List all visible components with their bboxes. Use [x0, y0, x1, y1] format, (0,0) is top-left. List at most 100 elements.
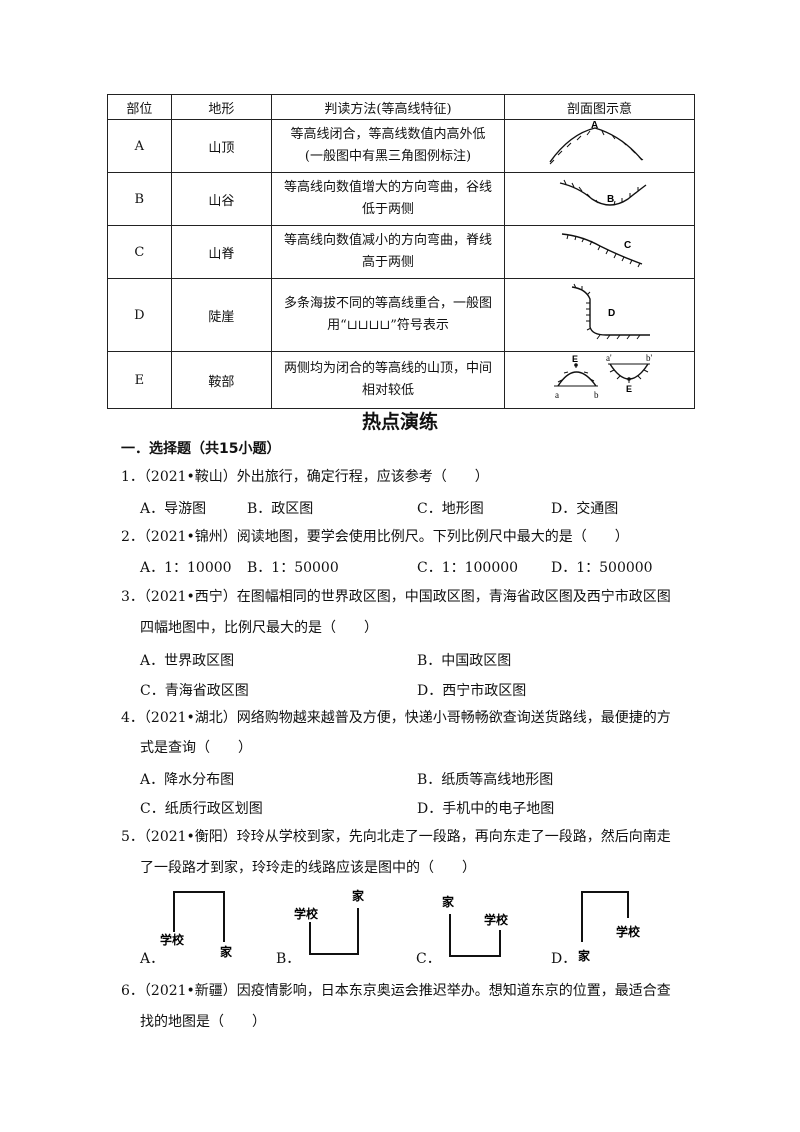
route-label-home: 家 — [578, 948, 591, 963]
method-cell: 等高线向数值增大的方向弯曲，谷线 低于两侧 — [271, 172, 505, 226]
terrain-cell: 山顶 — [170, 119, 273, 173]
question-stem: 找的地图是（ ） — [140, 1014, 266, 1030]
profile-cell: E a b a' b' E — [503, 351, 696, 409]
answer-option: B．纸质等高线地形图 — [417, 772, 554, 788]
part-cell: C — [107, 225, 172, 279]
route-figure-d: 家 学校 — [578, 891, 641, 963]
answer-option: A．导游图 — [140, 501, 207, 517]
header-cell: 地形 — [170, 94, 273, 120]
profile-label: b — [594, 390, 599, 400]
header-cell: 部位 — [107, 94, 172, 120]
method-line: (一般图中有黑三角图例标注) — [304, 149, 472, 164]
route-figure-a: 学校 家 — [160, 891, 233, 959]
route-label-school: 学校 — [616, 924, 641, 939]
header-cell: 判读方法(等高线特征) — [271, 94, 505, 120]
method-cell: 等高线闭合，等高线数值内高外低 (一般图中有黑三角图例标注) — [271, 119, 505, 173]
route-label-school: 学校 — [294, 906, 319, 921]
route-figure-c: 家 学校 — [442, 894, 509, 957]
method-line: 高于两侧 — [361, 255, 414, 270]
profile-label: D — [608, 308, 615, 319]
answer-option: B．政区图 — [247, 501, 314, 517]
terrain-cell: 山谷 — [170, 172, 273, 226]
saddle-profile: E a b a' b' E — [554, 353, 653, 400]
question-stem: 式是查询（ ） — [140, 740, 252, 756]
header-cell: 剖面图示意 — [503, 94, 696, 120]
profile-cell: A — [503, 119, 696, 173]
table-row: D 陡崖 多条海拔不同的等高线重合，一般图 用“⊔⊔⊔⊔”符号表示 D — [107, 278, 696, 352]
answer-option: A．降水分布图 — [140, 772, 235, 788]
profile-label: A — [591, 120, 598, 131]
cliff-profile: D — [572, 283, 651, 340]
part-cell: A — [107, 119, 172, 173]
answer-option: D．交通图 — [551, 501, 619, 517]
terrain-cell: 陡崖 — [170, 278, 273, 352]
answer-option: D． — [551, 951, 577, 967]
table-header-row: 部位 地形 判读方法(等高线特征) 剖面图示意 — [107, 94, 696, 120]
profile-label: b' — [646, 353, 653, 363]
section-title: 热点演练 — [361, 411, 438, 433]
terrain-contour-table: 部位 地形 判读方法(等高线特征) 剖面图示意 A 山顶 等高线闭合，等高线数值… — [107, 94, 696, 409]
method-line: 多条海拔不同的等高线重合，一般图 — [283, 296, 492, 311]
terrain-cell: 山脊 — [170, 225, 273, 279]
profile-cell: C — [503, 225, 696, 279]
mountain-top-profile: A — [549, 120, 644, 165]
question-stem: 2．（2021•锦州）阅读地图，要学会使用比例尺。下列比例尺中最大的是（ ） — [121, 529, 629, 545]
ridge-profile: C — [562, 233, 643, 268]
table-row: C 山脊 等高线向数值减小的方向弯曲，脊线 高于两侧 C — [107, 225, 696, 279]
profile-label: B — [607, 194, 614, 205]
route-figure-b: 学校 家 — [294, 888, 365, 955]
answer-option: D．1：500000 — [551, 560, 653, 576]
question-stem: 6．（2021•新疆）因疫情影响，日本东京奥运会推迟举办。想知道东京的位置，最适… — [121, 983, 671, 999]
answer-option: A． — [140, 951, 165, 967]
terrain-cell: 鞍部 — [170, 351, 273, 409]
answer-option: D．手机中的电子地图 — [417, 801, 555, 817]
method-line: 两侧均为闭合的等高线的山顶，中间 — [283, 361, 492, 376]
profile-label: a' — [606, 353, 612, 363]
answer-option: B．1：50000 — [247, 560, 339, 576]
answer-option: C． — [416, 951, 441, 967]
answer-option: C．1：100000 — [417, 560, 519, 576]
method-line: 等高线向数值增大的方向弯曲，谷线 — [283, 180, 492, 195]
profile-label: E — [572, 354, 578, 364]
question-stem: 四幅地图中，比例尺最大的是（ ） — [140, 620, 378, 636]
method-cell: 多条海拔不同的等高线重合，一般图 用“⊔⊔⊔⊔”符号表示 — [271, 278, 505, 352]
route-label-home: 家 — [352, 888, 365, 903]
table-row: B 山谷 等高线向数值增大的方向弯曲，谷线 低于两侧 B — [107, 172, 696, 226]
table-row: A 山顶 等高线闭合，等高线数值内高外低 (一般图中有黑三角图例标注) A — [107, 119, 696, 173]
method-cell: 两侧均为闭合的等高线的山顶，中间 相对较低 — [271, 351, 505, 409]
profile-label: E — [626, 384, 632, 394]
method-line: 低于两侧 — [361, 202, 414, 217]
profile-cell: B — [503, 172, 696, 226]
method-line: 等高线向数值减小的方向弯曲，脊线 — [283, 233, 492, 248]
route-label-school: 学校 — [160, 932, 185, 947]
part-cell: E — [107, 351, 172, 409]
answer-option: C．青海省政区图 — [140, 683, 249, 699]
route-label-school: 学校 — [484, 912, 509, 927]
answer-option: C．纸质行政区划图 — [140, 801, 263, 817]
valley-profile: B — [560, 179, 647, 206]
route-label-home: 家 — [220, 944, 233, 959]
answer-option: B．中国政区图 — [417, 653, 512, 669]
method-line: 等高线闭合，等高线数值内高外低 — [290, 127, 486, 142]
section-header: 一．选择题（共15小题） — [121, 441, 281, 457]
method-line: 相对较低 — [361, 383, 414, 398]
answer-option: C．地形图 — [417, 501, 484, 517]
profile-cell: D — [503, 278, 696, 352]
part-cell: B — [107, 172, 172, 226]
answer-option: A．1：10000 — [140, 560, 232, 576]
question-stem: 5．（2021•衡阳）玲玲从学校到家，先向北走了一段路，再向东走了一段路，然后向… — [121, 829, 671, 845]
answer-option: A．世界政区图 — [140, 653, 235, 669]
table-row: E 鞍部 两侧均为闭合的等高线的山顶，中间 相对较低 E a — [107, 351, 696, 409]
answer-option: B． — [276, 951, 301, 967]
answer-option: D．西宁市政区图 — [417, 683, 527, 699]
profile-label: a — [555, 390, 559, 400]
question-stem: 4．（2021•湖北）网络购物越来越普及方便，快递小哥畅畅欲查询送货路线，最便捷… — [121, 710, 671, 726]
method-line: 用“⊔⊔⊔⊔”符号表示 — [327, 318, 449, 333]
method-cell: 等高线向数值减小的方向弯曲，脊线 高于两侧 — [271, 225, 505, 279]
part-cell: D — [107, 278, 172, 352]
question-stem: 1．（2021•鞍山）外出旅行，确定行程，应该参考（ ） — [121, 469, 489, 485]
route-label-home: 家 — [442, 894, 455, 909]
question-stem: 了一段路才到家，玲玲走的线路应该是图中的（ ） — [140, 860, 476, 876]
question-stem: 3．（2021•西宁）在图幅相同的世界政区图，中国政区图，青海省政区图及西宁市政… — [121, 589, 671, 605]
